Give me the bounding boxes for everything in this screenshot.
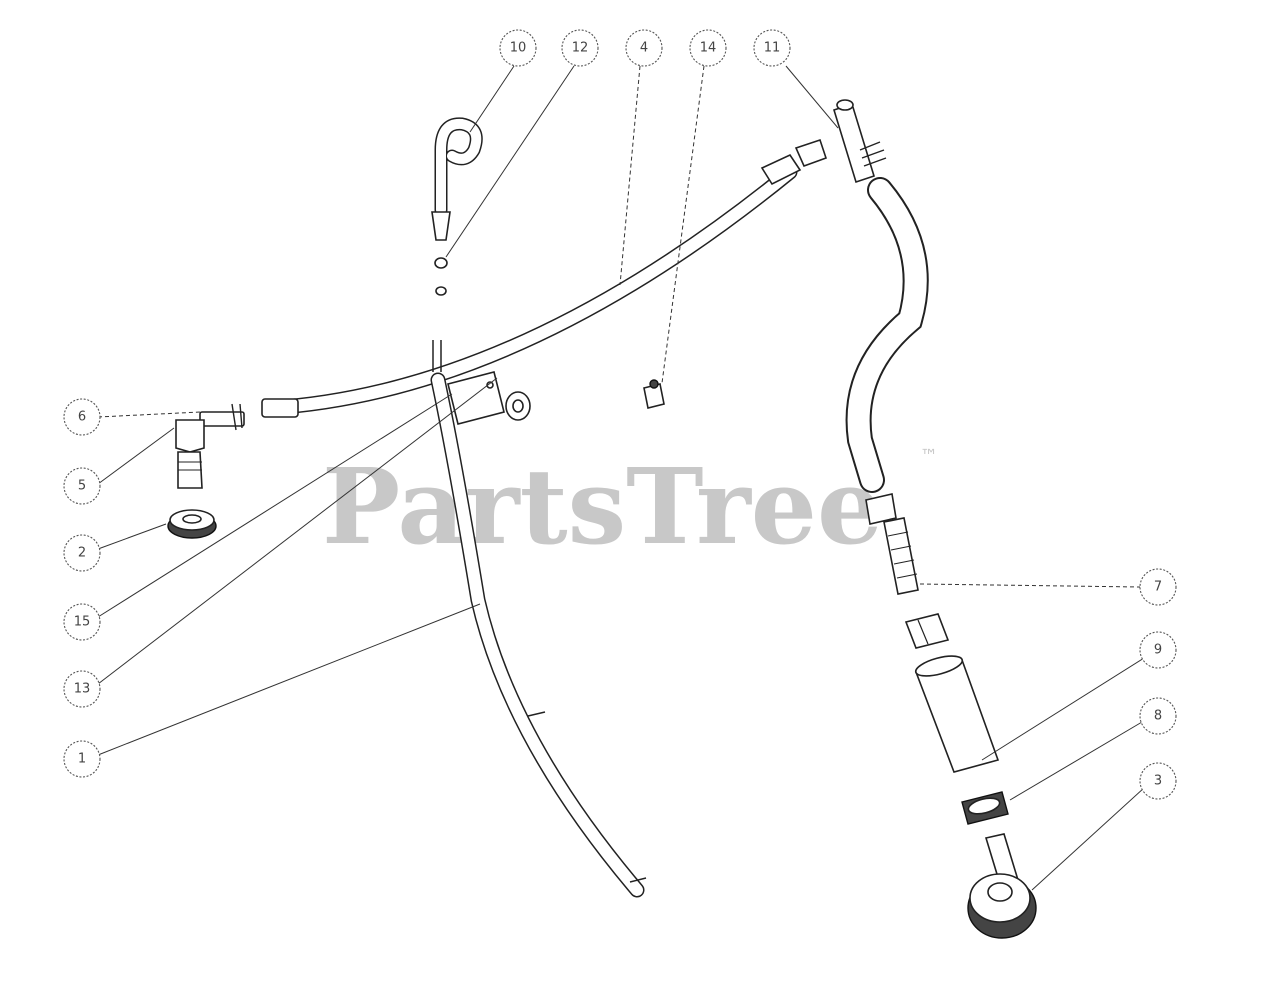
callout-label: 14 <box>700 41 717 56</box>
part-3[interactable] <box>967 833 1037 939</box>
callout-label: 9 <box>1154 643 1162 658</box>
callout-11[interactable]: 11 <box>753 29 791 67</box>
part-14[interactable] <box>643 379 665 409</box>
callout-label: 6 <box>78 410 86 425</box>
part-hex-nut[interactable] <box>904 613 950 649</box>
part-fitting-pipe[interactable] <box>432 340 442 372</box>
callout-label: 13 <box>74 682 91 697</box>
callout-label: 4 <box>640 41 648 56</box>
callout-14[interactable]: 14 <box>689 29 727 67</box>
callout-label: 2 <box>78 546 86 561</box>
callout-label: 8 <box>1154 709 1162 724</box>
part-9[interactable] <box>914 652 1000 773</box>
part-12[interactable] <box>434 257 448 296</box>
part-7[interactable] <box>865 493 919 595</box>
callout-7[interactable]: 7 <box>1139 568 1177 606</box>
watermark-trademark: ™ <box>920 446 938 467</box>
callout-label: 5 <box>78 479 86 494</box>
part-8[interactable] <box>961 791 1009 825</box>
callout-label: 10 <box>510 41 527 56</box>
part-hose-1[interactable] <box>430 372 647 898</box>
callout-label: 11 <box>764 41 781 56</box>
callout-6[interactable]: 6 <box>63 398 101 436</box>
part-10[interactable] <box>431 117 483 241</box>
callout-2[interactable]: 2 <box>63 534 101 572</box>
callout-13[interactable]: 13 <box>63 670 101 708</box>
callout-label: 12 <box>572 41 589 56</box>
callout-15[interactable]: 15 <box>63 603 101 641</box>
watermark-text: PartsTree <box>322 445 883 568</box>
part-hose-4[interactable] <box>261 138 828 418</box>
part-5[interactable] <box>175 419 205 489</box>
callout-8[interactable]: 8 <box>1139 697 1177 735</box>
callout-1[interactable]: 1 <box>63 740 101 778</box>
callout-5[interactable]: 5 <box>63 467 101 505</box>
part-hose-11[interactable] <box>833 99 929 493</box>
part-6[interactable] <box>199 403 245 431</box>
callout-label: 15 <box>74 615 91 630</box>
part-bracket-13[interactable] <box>447 371 531 425</box>
callout-label: 3 <box>1154 774 1162 789</box>
callout-10[interactable]: 10 <box>499 29 537 67</box>
callout-3[interactable]: 3 <box>1139 762 1177 800</box>
part-2[interactable] <box>167 509 217 539</box>
callout-9[interactable]: 9 <box>1139 631 1177 669</box>
callout-label: 7 <box>1154 580 1162 595</box>
callout-12[interactable]: 12 <box>561 29 599 67</box>
leader-lines <box>97 65 1145 891</box>
callout-label: 1 <box>78 752 86 767</box>
callout-4[interactable]: 4 <box>625 29 663 67</box>
